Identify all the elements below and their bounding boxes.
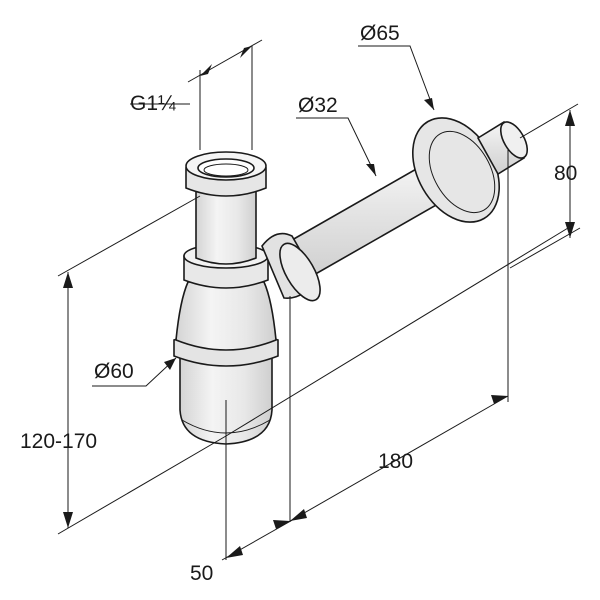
label-pipe-diameter: Ø32 (298, 94, 338, 117)
arrow-d50-left (226, 546, 243, 558)
label-inlet-thread: G1¼ (130, 92, 176, 115)
label-rosette-diameter: Ø65 (360, 22, 400, 45)
rosette-face (428, 130, 496, 214)
arrow-h80-top (565, 110, 575, 126)
arrow-h120-top (63, 272, 73, 288)
bowl-ext-diagonal (225, 227, 569, 437)
label-height-range: 120-170 (20, 430, 97, 453)
arrow-d65 (424, 98, 434, 110)
dimension-labels: G1¼ Ø32 Ø65 80 Ø60 120-170 180 50 (20, 22, 577, 585)
upper-housing (175, 281, 277, 351)
d65-leader (358, 45, 435, 111)
label-length-180: 180 (378, 450, 413, 473)
wall-rosette (411, 117, 529, 223)
arrow-l180-trap (290, 509, 307, 521)
h80-ext-top (519, 103, 579, 139)
inlet-opening (197, 158, 255, 178)
inlet-tube (195, 189, 257, 265)
wall-stub-end (499, 121, 529, 159)
d32-leader (296, 117, 377, 177)
arrow-l180-wall (491, 395, 508, 404)
d60-leader (92, 357, 177, 387)
label-height-80: 80 (554, 162, 577, 185)
trap-body (173, 151, 279, 445)
dimension-lines (57, 39, 581, 561)
arrow-d32 (366, 164, 376, 176)
arrow-g-right (240, 46, 252, 58)
inlet-opening-inner (203, 163, 249, 177)
outlet-nut-face (279, 242, 321, 302)
arrow-h80-bottom (565, 222, 575, 238)
arrow-d50-right (273, 520, 290, 529)
arrow-d60 (164, 358, 176, 370)
h120-ext-bottom (57, 435, 227, 535)
arrow-h120-bottom (63, 512, 73, 528)
arrow-g-left (200, 64, 212, 76)
label-bowl-diameter: Ø60 (94, 360, 134, 383)
h120-ext-top (57, 195, 201, 277)
l180-dim-line (277, 395, 509, 529)
h80-ext-bottom (509, 227, 581, 269)
label-offset-50: 50 (190, 562, 213, 585)
arrowheads (63, 46, 575, 558)
